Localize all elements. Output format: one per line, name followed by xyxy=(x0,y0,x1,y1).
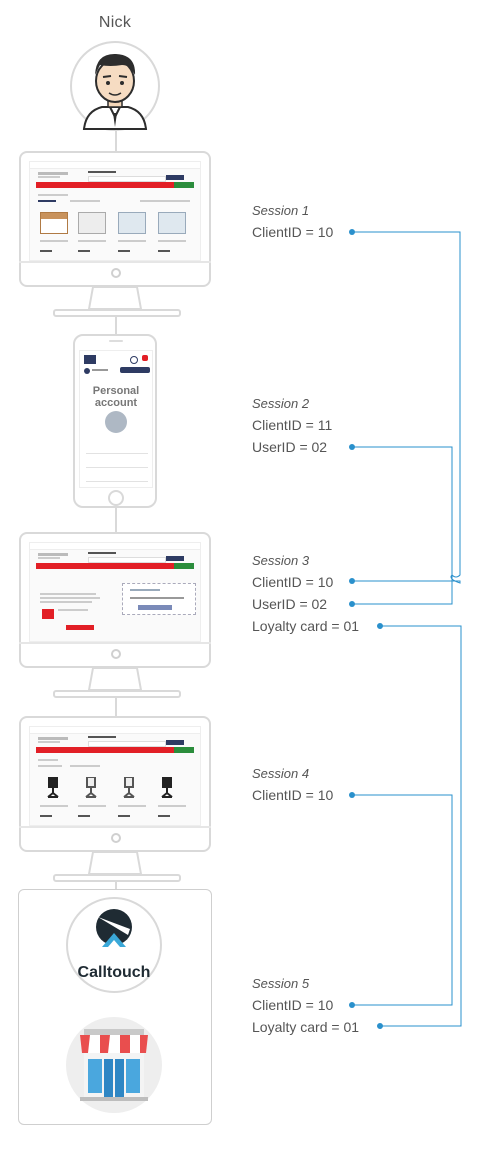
userid-link-2-3 xyxy=(352,446,453,605)
personal-account-title: Personal account xyxy=(92,385,140,409)
session-3-title: Session 3 xyxy=(252,553,310,568)
session-4-client-id: ClientID = 10 xyxy=(252,787,334,803)
connector-line xyxy=(115,131,117,151)
session-3-user-id: UserID = 02 xyxy=(252,596,328,612)
calltouch-logo-icon xyxy=(96,909,132,947)
clientid-link-1-3 xyxy=(352,231,461,584)
link-dot xyxy=(377,623,383,629)
session-5-loyalty-card: Loyalty card = 01 xyxy=(252,1019,360,1035)
link-dot xyxy=(349,1002,355,1008)
connector-line xyxy=(115,694,117,716)
session-2-client-id: ClientID = 11 xyxy=(252,417,333,433)
connector-line xyxy=(115,878,117,889)
session-3-loyalty-card: Loyalty card = 01 xyxy=(252,618,360,634)
link-dot xyxy=(349,792,355,798)
session-3-client-id: ClientID = 10 xyxy=(252,574,334,590)
website-chairs-screenshot xyxy=(29,726,201,826)
user-avatar-icon xyxy=(70,41,160,131)
website-catalog-screenshot xyxy=(29,161,201,261)
power-button-icon xyxy=(111,649,121,659)
profile-avatar-icon xyxy=(105,411,127,433)
mobile-personal-account-screenshot: Personal account xyxy=(79,350,153,488)
session-2-user-id: UserID = 02 xyxy=(252,439,328,455)
home-button-icon xyxy=(108,490,124,506)
session-1-title: Session 1 xyxy=(252,203,310,218)
link-dot xyxy=(377,1023,383,1029)
link-dot xyxy=(349,601,355,607)
power-button-icon xyxy=(111,268,121,278)
connector-line xyxy=(115,508,117,532)
mobile-phone-session-2: Personal account xyxy=(73,334,157,508)
session-4-title: Session 4 xyxy=(252,766,310,781)
store-front-icon xyxy=(80,1029,148,1101)
calltouch-label: Calltouch xyxy=(77,964,151,981)
link-dot xyxy=(349,578,355,584)
link-dot xyxy=(349,229,355,235)
session-1-client-id: ClientID = 10 xyxy=(252,224,334,240)
loyalty-link-3-5 xyxy=(380,625,462,1027)
session-5-client-id: ClientID = 10 xyxy=(252,997,334,1013)
link-dot xyxy=(349,444,355,450)
power-button-icon xyxy=(111,833,121,843)
session-5-title: Session 5 xyxy=(252,976,310,991)
clientid-link-4-5 xyxy=(352,794,453,1006)
session-2-title: Session 2 xyxy=(252,396,310,411)
website-loyalty-screenshot xyxy=(29,542,201,642)
user-name: Nick xyxy=(98,14,132,31)
connector-line xyxy=(115,313,117,334)
